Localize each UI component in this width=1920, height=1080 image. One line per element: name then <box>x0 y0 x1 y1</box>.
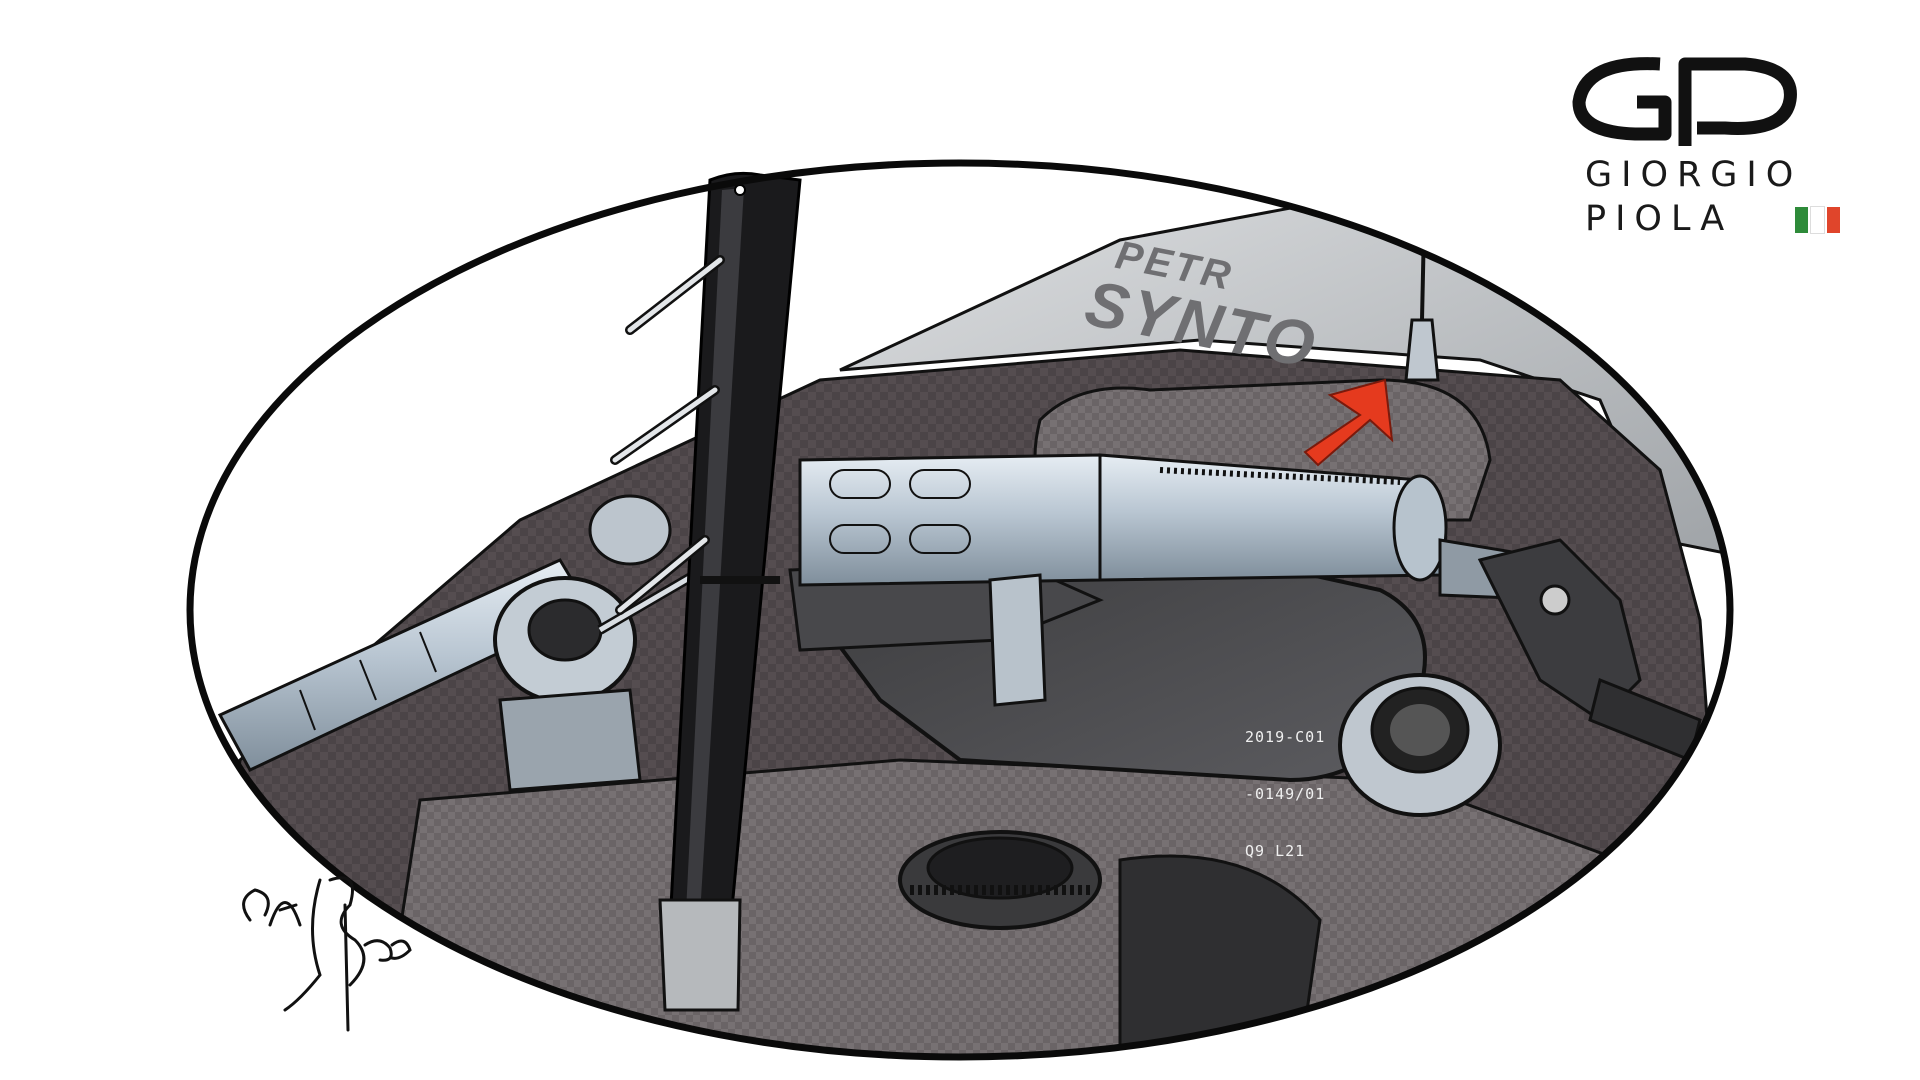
rack-bracket <box>988 573 1047 707</box>
artist-signature <box>242 876 412 1032</box>
flag-white <box>1810 206 1825 234</box>
gear-ring <box>898 830 1102 930</box>
torsion-hub <box>1338 673 1502 817</box>
oval-frame <box>186 159 1734 1061</box>
vertical-vane <box>610 171 802 1012</box>
part-label-line-2: -0149/01 <box>1245 785 1326 803</box>
bell-crank <box>1477 538 1642 722</box>
part-number-label: 2019-C01 -0149/01 Q9 L21 <box>1245 690 1325 899</box>
flag-red <box>1827 207 1840 233</box>
giorgio-piola-logo-icon <box>1572 57 1797 146</box>
brand-first-name: GIORGIO <box>1585 155 1803 195</box>
left-damper-cluster <box>493 494 723 792</box>
flag-green <box>1795 207 1808 233</box>
part-label-line-3: Q9 L21 <box>1245 842 1306 860</box>
lower-pod <box>1118 854 1322 1057</box>
brand-block: GIORGIO PIOLA <box>1545 50 1855 250</box>
oval-scene <box>190 163 1730 1057</box>
red-arrow-icon <box>1303 378 1394 467</box>
italian-flag-icon <box>1795 206 1840 234</box>
brand-last-name: PIOLA <box>1585 199 1734 239</box>
part-label-line-1: 2019-C01 <box>1245 728 1326 746</box>
